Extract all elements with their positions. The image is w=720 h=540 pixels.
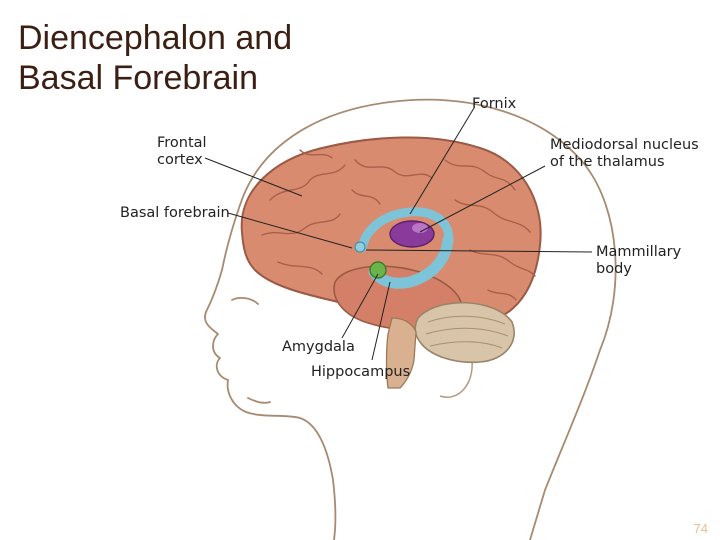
gyri-pattern (261, 149, 536, 301)
leader-amygdala (341, 273, 379, 339)
title-line-2: Basal Forebrain (18, 59, 259, 97)
amygdala-shape (369, 261, 387, 279)
cerebellum-shape (414, 301, 515, 364)
head-outline (204, 98, 617, 540)
label-fornix: Fornix (472, 96, 517, 112)
label-mammillary-body: Mammillary body (596, 244, 682, 277)
label-basal-forebrain: Basal forebrain (120, 205, 230, 221)
mediodorsal-nucleus-shape (389, 220, 435, 248)
leader-mammillary (365, 249, 593, 253)
leader-lines (204, 107, 593, 361)
mammillary-body-shape (354, 241, 366, 253)
leader-frontal-cortex (204, 157, 303, 197)
slide-title: Diencephalon and Basal Forebrain (18, 18, 358, 98)
label-hippocampus: Hippocampus (311, 364, 411, 380)
leader-mediodorsal (419, 165, 546, 233)
label-mediodorsal-nucleus: Mediodorsal nucleus of the thalamus (550, 137, 699, 170)
leader-basal-forebrain (227, 212, 353, 249)
fornix-shape (357, 207, 454, 253)
hippocampus-shape (368, 234, 454, 289)
label-frontal-cortex: Frontal cortex (157, 135, 207, 168)
label-amygdala: Amygdala (282, 339, 355, 355)
leader-hippocampus (371, 281, 391, 361)
brainstem-shape (385, 317, 417, 389)
title-line-1: Diencephalon and (18, 19, 293, 57)
page-number: 74 (693, 521, 708, 536)
cerebellum-folia (425, 315, 509, 349)
thalamus-highlight (412, 223, 428, 233)
leader-fornix (409, 107, 475, 215)
